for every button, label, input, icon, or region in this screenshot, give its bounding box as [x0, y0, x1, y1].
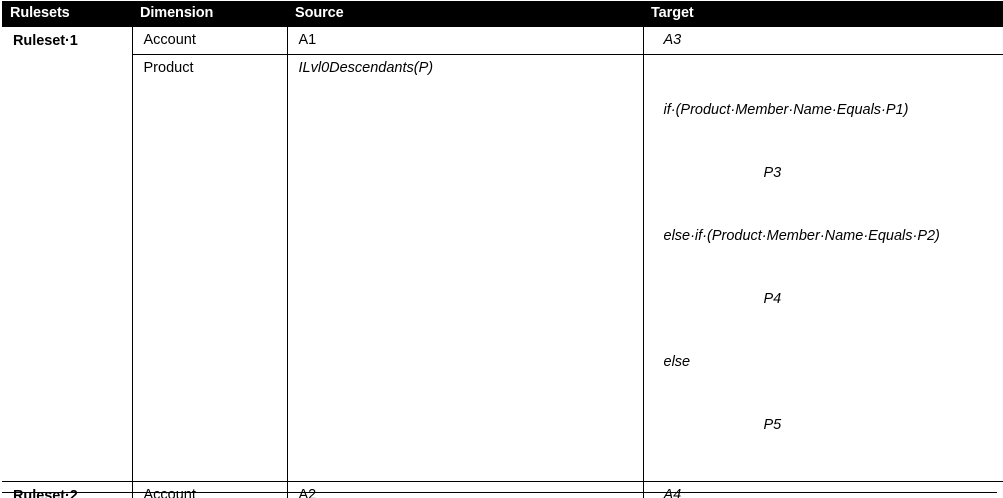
- expr-line-then: P3: [763, 164, 782, 181]
- target-cell: A4: [642, 480, 1003, 498]
- source-cell: ILvl0Descendants(P): [286, 53, 644, 482]
- table-header: Rulesets Dimension Source Target: [2, 1, 1003, 27]
- ruleset-name-cell: Ruleset·2: [2, 480, 133, 498]
- target-cell: A3: [642, 26, 1003, 55]
- dimension-cell: Product: [131, 53, 288, 482]
- dimension-cell: Account: [131, 480, 288, 498]
- expr-line-else: else: [663, 353, 691, 370]
- expr-line-elseif-then: P4: [763, 290, 782, 307]
- table-body: Ruleset·1 Account A1 A3 Product ILvl0Des…: [2, 26, 1003, 498]
- column-header-source: Source: [287, 1, 643, 27]
- source-cell: A2: [286, 480, 644, 498]
- target-cell: if·(Product·Member·Name·Equals·P1) P3 el…: [642, 53, 1003, 482]
- expr-line-if: if·(Product·Member·Name·Equals·P1): [663, 101, 909, 118]
- table-row: Ruleset·1 Account A1 A3: [2, 26, 1003, 482]
- column-header-dimension: Dimension: [132, 1, 287, 27]
- table-row: Ruleset·2 Account A2 A4: [2, 480, 1003, 498]
- dimension-cell: Account: [131, 26, 288, 55]
- column-header-rulesets: Rulesets: [2, 1, 132, 27]
- table-header-row: Rulesets Dimension Source Target: [2, 1, 1003, 27]
- table-row: Product ILvl0Descendants(P) if·(Product·…: [2, 53, 1003, 482]
- ruleset-name-cell: Ruleset·1: [2, 26, 133, 482]
- source-cell: A1: [286, 26, 644, 55]
- target-expression: if·(Product·Member·Name·Equals·P1) P3 el…: [664, 81, 1003, 475]
- table-bottom-border: [2, 492, 997, 494]
- expr-line-else-then: P5: [763, 416, 782, 433]
- column-header-target: Target: [643, 1, 1003, 27]
- expr-line-elseif: else·if·(Product·Member·Name·Equals·P2): [663, 227, 940, 244]
